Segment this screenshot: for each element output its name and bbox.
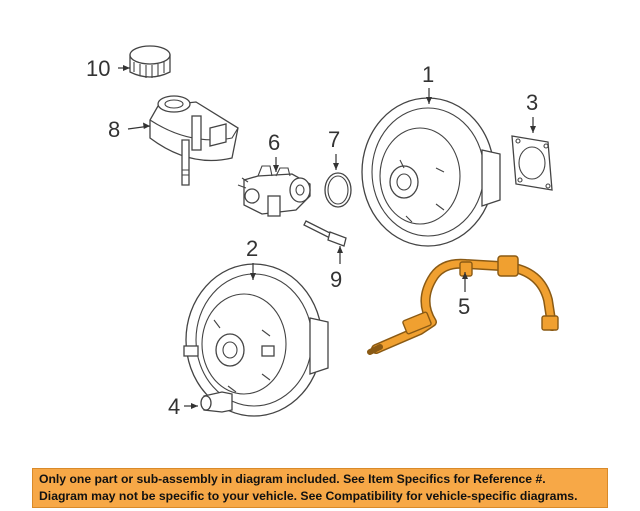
callout-3: 3 [526,90,538,115]
callout-2: 2 [246,236,258,261]
callout-10: 10 [86,56,110,81]
notice-line-1: Only one part or sub-assembly in diagram… [39,472,546,486]
check-valve-part [200,391,233,413]
arrowhead-1 [426,97,432,104]
callout-1: 1 [422,62,434,87]
master-cylinder-part [237,165,311,217]
o-ring-seal-part [324,172,352,208]
arrowhead-8 [143,122,150,129]
master-cylinder-reservoir-part [149,95,239,186]
callout-5: 5 [458,294,470,319]
reservoir-cap-part [129,45,171,78]
parts-diagram: 10 8 6 7 9 [86,45,559,419]
booster-gasket-part [511,135,553,191]
arrowhead-10 [123,65,130,71]
brake-booster-lower-part [183,263,329,417]
vacuum-hose-part [367,255,559,355]
callout-4: 4 [168,394,180,419]
o-ring-inner-edge [327,175,349,205]
push-rod-part [303,220,347,247]
notice-line-2: Diagram may not be specific to your vehi… [39,489,578,503]
callout-6: 6 [268,130,280,155]
arrowhead-6 [273,165,279,172]
arrowhead-9 [337,246,343,253]
callout-9: 9 [330,267,342,292]
arrowhead-2 [250,273,256,280]
callout-8: 8 [108,117,120,142]
callout-7: 7 [328,127,340,152]
arrowhead-5 [462,272,468,279]
arrowhead-3 [530,126,536,133]
arrowhead-4 [191,403,198,409]
brake-booster-upper-part [361,97,501,247]
arrowhead-7 [333,163,339,170]
notice-banner: Only one part or sub-assembly in diagram… [32,468,608,508]
